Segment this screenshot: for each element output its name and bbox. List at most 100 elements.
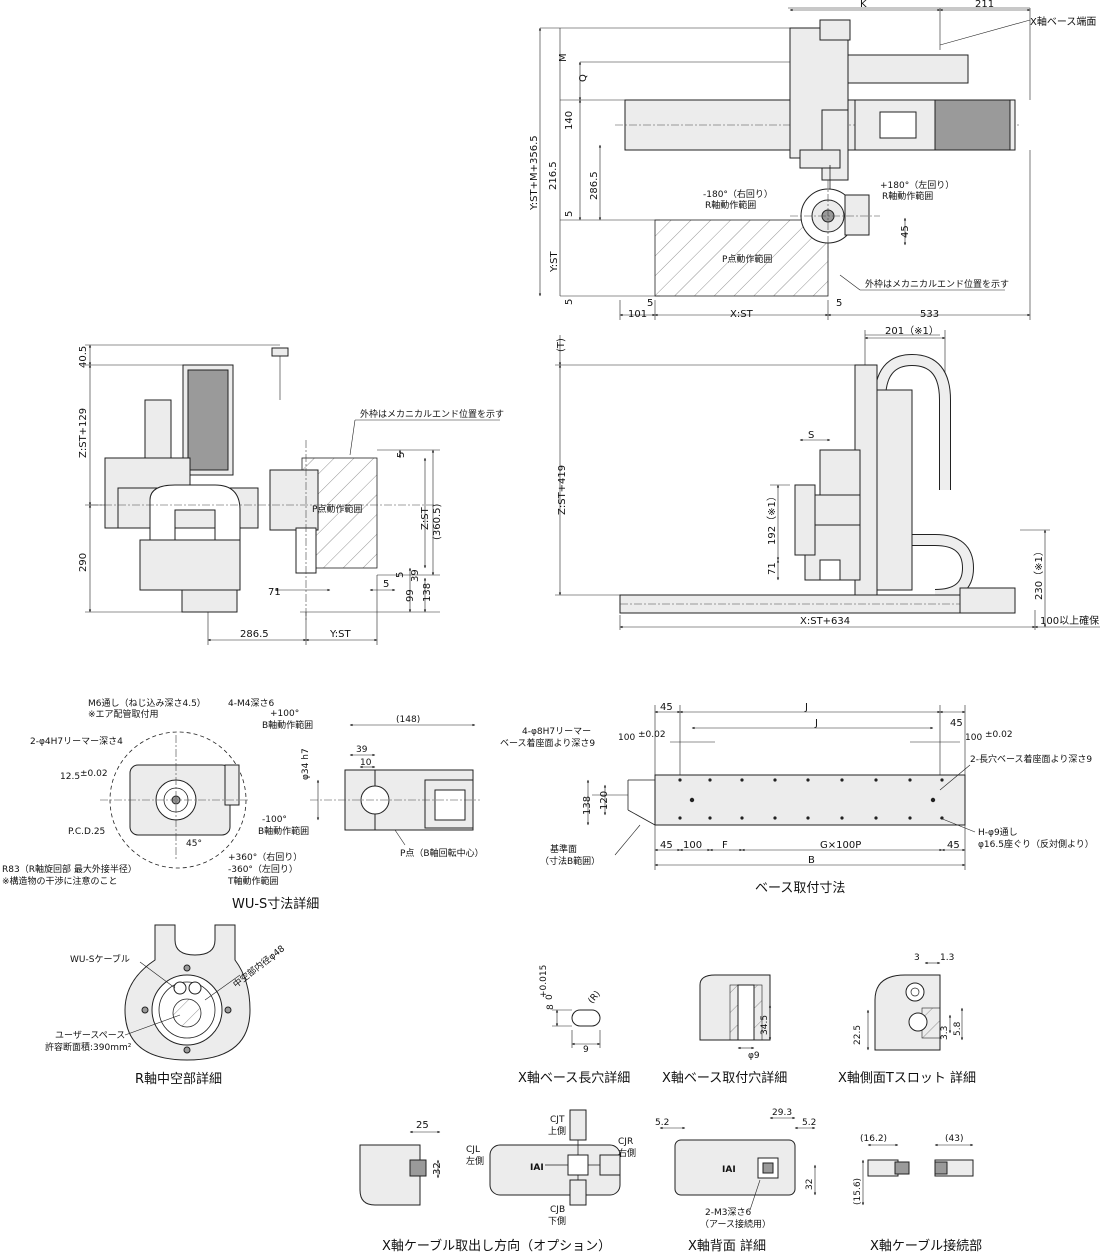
- tol-8: +0.015: [539, 965, 549, 998]
- dim-16-2: (16.2): [860, 1134, 887, 1144]
- dim-45c: 45: [660, 840, 673, 851]
- label-minus360: -360°（左回り）: [228, 863, 298, 875]
- label-reamer: 2-φ4H7リーマー深さ4: [30, 736, 123, 747]
- label-m6-note: ※エア配管取付用: [88, 708, 159, 720]
- label-b-range-1: B軸動作範囲: [262, 719, 313, 731]
- dim-j1: J: [804, 702, 808, 713]
- label-user-space: ユーザースペース: [55, 1030, 125, 1041]
- caption-slot: X軸ベース長穴詳細: [518, 1070, 630, 1086]
- label-cjr: CJR: [618, 1137, 633, 1147]
- label-reamer: 4-φ8H7リーマー: [522, 727, 591, 737]
- mount-holes: [678, 778, 944, 820]
- dim-gp: G×100P: [820, 840, 861, 851]
- tol-8-zero: 0: [545, 994, 555, 1000]
- label-ref-range: （寸法B範囲）: [540, 855, 600, 867]
- label-pcd: P.C.D.25: [68, 827, 105, 837]
- dim-286-5: 286.5: [589, 171, 600, 200]
- dim-45d: 45: [947, 840, 960, 851]
- dim-15-6: (15.6): [853, 1178, 863, 1205]
- dim-34-5: 34.5: [760, 1015, 770, 1035]
- caption-cable-dir: X軸ケーブル取出し方向（オプション）: [382, 1238, 611, 1254]
- dim-533: 533: [920, 309, 939, 320]
- dim-25: 25: [416, 1120, 429, 1131]
- dim-216-5: 216.5: [548, 161, 559, 190]
- label-cjt-top: 上側: [548, 1125, 566, 1137]
- dim-286-5: 286.5: [240, 629, 269, 640]
- dim-71: 71: [767, 562, 778, 575]
- label-outer-note: 外枠はメカニカルエンド位置を示す: [865, 278, 1009, 290]
- label-iai: IAI: [722, 1165, 736, 1175]
- label-plus100: +100°: [270, 709, 299, 719]
- label-b-range-2: B軸動作範囲: [258, 825, 309, 837]
- dim-5c: 5: [647, 298, 653, 309]
- dim-40-5: 40.5: [78, 346, 89, 368]
- label-cjt: CJT: [550, 1115, 565, 1125]
- tslot-detail: 3 1.3 22.5 3.3 5.8 X軸側面Tスロット 詳細: [838, 953, 976, 1086]
- dim-192: 192（※1）: [766, 491, 778, 545]
- dim-m: M: [558, 53, 569, 62]
- dim-z-st-419: Z:ST+419: [557, 465, 568, 515]
- dim-230: 230（※1）: [1033, 546, 1045, 600]
- label-cjb: CJB: [550, 1205, 565, 1215]
- dim-5-8: 5.8: [953, 1021, 963, 1036]
- label-cjb-bottom: 下側: [548, 1215, 566, 1227]
- label-slot: 2-長穴ベース着座面より深さ9: [970, 753, 1092, 765]
- label-area: 許容断面積:390mm²: [45, 1041, 132, 1053]
- wus-detail: M6通し（ねじ込み深さ4.5） ※エア配管取付用 4-M4深さ6 2-φ4H7リ…: [2, 698, 484, 912]
- dim-39: 39: [356, 745, 368, 755]
- dim-43: (43): [945, 1134, 963, 1144]
- dim-y-st: Y:ST: [329, 629, 351, 640]
- label-r83: R83（R軸旋回部 最大外接半径）: [2, 863, 137, 875]
- dim-12-5: 12.5: [60, 772, 80, 782]
- caption-hole: X軸ベース取付穴詳細: [662, 1070, 787, 1086]
- dim-45deg: 45°: [186, 839, 202, 849]
- dim-201: 201（※1）: [885, 325, 939, 337]
- label-r-range-left: R軸動作範囲: [705, 199, 756, 211]
- dim-290: 290: [78, 553, 89, 572]
- dim-32: 32: [432, 1162, 443, 1175]
- dim-5b: 5: [395, 572, 406, 578]
- label-p-range: P点動作範囲: [312, 503, 362, 515]
- tol-100b: ±0.02: [985, 730, 1013, 740]
- label-plus180: +180°（左回り）: [880, 179, 954, 191]
- dim-phi34: φ34 h7: [301, 748, 311, 780]
- dim-71: 71: [268, 587, 281, 598]
- side-view: 40.5 Z:ST+129 290 外枠はメカニカルエンド位置を示す 5 P点動…: [78, 344, 504, 645]
- caption-tslot: X軸側面Tスロット 詳細: [838, 1070, 976, 1086]
- dim-f: F: [722, 840, 728, 851]
- dim-y-st: Y:ST: [549, 251, 560, 273]
- dim-s: S: [808, 430, 814, 441]
- caption-wus: WU-S寸法詳細: [232, 896, 319, 912]
- caption-back: X軸背面 詳細: [688, 1238, 766, 1254]
- dim-5c: 5: [383, 579, 389, 590]
- dim-148: (148): [396, 715, 420, 725]
- caption-base: ベース取付寸法: [755, 881, 845, 896]
- label-counterbore: φ16.5座ぐり（反対側より）: [978, 838, 1094, 850]
- dim-5-2a: 5.2: [655, 1118, 669, 1128]
- label-reamer-depth: ベース着座面より深さ9: [500, 737, 595, 749]
- label-p-point: P点（B軸回転中心）: [400, 847, 484, 859]
- dim-120: 120: [599, 791, 610, 810]
- dim-3-3: 3.3: [940, 1026, 950, 1040]
- dim-b: B: [808, 855, 815, 866]
- label-r-range-right: R軸動作範囲: [882, 190, 933, 202]
- dim-9: 9: [583, 1045, 589, 1055]
- dim-5-2b: 5.2: [802, 1118, 816, 1128]
- label-ref: 基準面: [550, 843, 577, 855]
- dim-z-st: Z:ST: [420, 506, 431, 530]
- label-t-range: T軸動作範囲: [227, 875, 279, 887]
- dim-1-3: 1.3: [940, 953, 954, 963]
- dim-140: 140: [564, 111, 575, 130]
- r-hollow-detail: WU-Sケーブル 中空部内径φ48 ユーザースペース 許容断面積:390mm² …: [45, 924, 287, 1087]
- dim-r: (R): [587, 989, 603, 1006]
- dim-q: Q: [578, 74, 589, 82]
- dim-10: 10: [360, 758, 372, 768]
- label-cable: WU-Sケーブル: [70, 953, 130, 965]
- label-iai: IAI: [530, 1163, 544, 1173]
- label-r83-note: ※構造物の干渉に注意のこと: [2, 875, 118, 887]
- tol-100a: ±0.02: [638, 730, 666, 740]
- label-plus360: +360°（右回り）: [228, 851, 302, 863]
- dim-100b: 100: [965, 733, 982, 743]
- dim-138: 138: [422, 583, 433, 602]
- dim-99: 99: [405, 589, 416, 602]
